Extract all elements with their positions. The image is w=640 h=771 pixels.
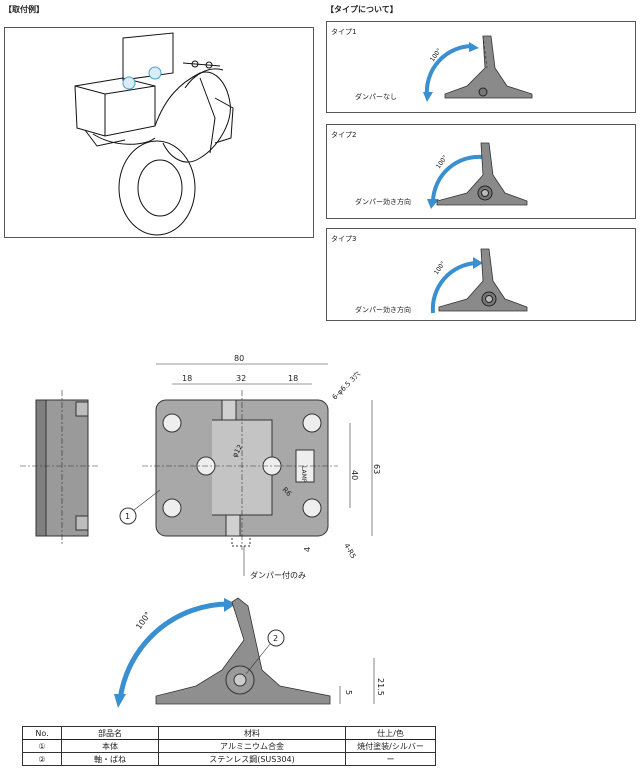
dim-hole: 6-φ6.5 3穴 [330, 369, 362, 401]
mount-example-panel [4, 27, 314, 238]
cell-material: ステンレス鋼(SUS304) [158, 752, 346, 766]
types-title: 【タイプについて】 [326, 5, 398, 14]
parts-table: No. 部品名 材料 仕上/色 ① 本体 アルミニウム合金 焼付塗装/シルバー … [22, 726, 436, 766]
cell-part: 本体 [61, 739, 159, 753]
callout-2: 2 [273, 634, 278, 643]
type3-angle: 100° [433, 260, 447, 276]
motorcycle-illustration [74, 32, 234, 236]
dim-width: 80 [234, 354, 244, 363]
dim-5: 5 [344, 690, 353, 695]
cell-finish: ー [345, 752, 436, 766]
type3-panel: タイプ3 100° ダンパー効き方向 [326, 228, 636, 321]
type1-note: ダンパーなし [355, 93, 397, 101]
dim-18-left: 18 [182, 374, 192, 383]
dim-r5: 4-R5 [342, 542, 357, 560]
type3-title: タイプ3 [331, 235, 357, 243]
cell-material: アルミニウム合金 [158, 739, 346, 753]
table-header-row: No. 部品名 材料 仕上/色 [22, 726, 436, 740]
cell-finish: 焼付塗装/シルバー [345, 739, 436, 753]
callout-1: 1 [125, 512, 130, 521]
dim-32: 32 [236, 374, 246, 383]
type3-note: ダンパー効き方向 [355, 306, 411, 314]
type2-panel: タイプ2 100° ダンパー効き方向 [326, 124, 636, 219]
technical-drawing: LAMP 80 18 32 18 6-φ6.5 3穴 φ12 R6 40 63 … [20, 354, 385, 708]
cell-no: ② [22, 752, 62, 766]
type3-hinge-diagram: 100° [430, 248, 528, 314]
table-row: ② 軸・ばね ステンレス鋼(SUS304) ー [22, 752, 436, 766]
header-part: 部品名 [61, 726, 159, 740]
header-no: No. [22, 726, 62, 740]
side-hinge-profile [155, 597, 331, 705]
dim-18-right: 18 [288, 374, 298, 383]
type1-hinge-diagram: 100° [423, 35, 533, 102]
bottom-angle: 100° [134, 610, 152, 631]
mount-example-title: 【取付例】 [4, 5, 44, 14]
dim-40: 40 [350, 470, 359, 480]
header-material: 材料 [158, 726, 346, 740]
table-row: ① 本体 アルミニウム合金 焼付塗装/シルバー [22, 739, 436, 753]
type2-note: ダンパー効き方向 [355, 198, 411, 206]
dim-63: 63 [372, 464, 381, 474]
header-finish: 仕上/色 [345, 726, 436, 740]
dim-21-5: 21.5 [376, 678, 385, 696]
type1-panel: タイプ1 100° ダンパーなし [326, 21, 636, 113]
cell-no: ① [22, 739, 62, 753]
damper-only-note: ダンパー付のみ [250, 570, 306, 580]
lamp-badge: LAMP [300, 466, 307, 483]
type2-hinge-diagram: 100° [427, 142, 528, 209]
cell-part: 軸・ばね [61, 752, 159, 766]
type2-title: タイプ2 [331, 131, 357, 139]
dim-4: 4 [303, 547, 312, 552]
type1-title: タイプ1 [331, 28, 357, 36]
